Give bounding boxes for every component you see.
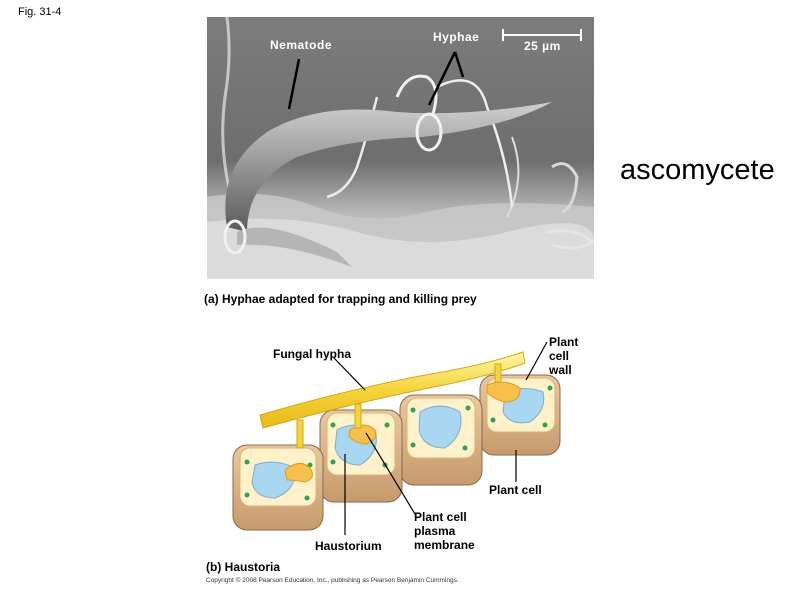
haustoria-diagram [225, 330, 565, 540]
hyphae-pointer-1 [427, 51, 457, 106]
caption-a: (a) Hyphae adapted for trapping and kill… [204, 292, 477, 306]
figure-label: Fig. 31-4 [18, 6, 62, 18]
nematode-pointer [287, 58, 301, 110]
haustorium-shapes [284, 381, 521, 483]
caption-b: (b) Haustoria [206, 560, 281, 574]
hyphae-pointer-2 [453, 51, 465, 78]
nematode-micrograph: Nematode Hyphae 25 µm [207, 16, 595, 279]
plant-cell-wall-label: Plant cell wall [549, 335, 579, 377]
fungal-hypha-label: Fungal hypha [273, 347, 351, 361]
plasma-membrane-label: Plant cell plasma membrane [414, 510, 475, 552]
membrane-pointer [365, 432, 416, 515]
haustoria-illustration [232, 341, 561, 540]
hypha-pointer [332, 356, 366, 391]
nematode-label: Nematode [270, 38, 333, 52]
haustorium-label: Haustorium [315, 539, 382, 553]
hyphae-label: Hyphae [433, 30, 480, 44]
plant-cell-1 [232, 444, 324, 531]
micrograph-image [207, 16, 595, 279]
ascomycete-label: ascomycete [620, 154, 775, 186]
copyright-notice: Copyright © 2008 Pearson Education, Inc.… [206, 577, 459, 584]
plant-cell-label: Plant cell [489, 483, 542, 497]
scale-bar-label: 25 µm [524, 39, 561, 53]
plant-cell-3 [399, 394, 483, 486]
cell-wall-pointer [525, 341, 548, 381]
